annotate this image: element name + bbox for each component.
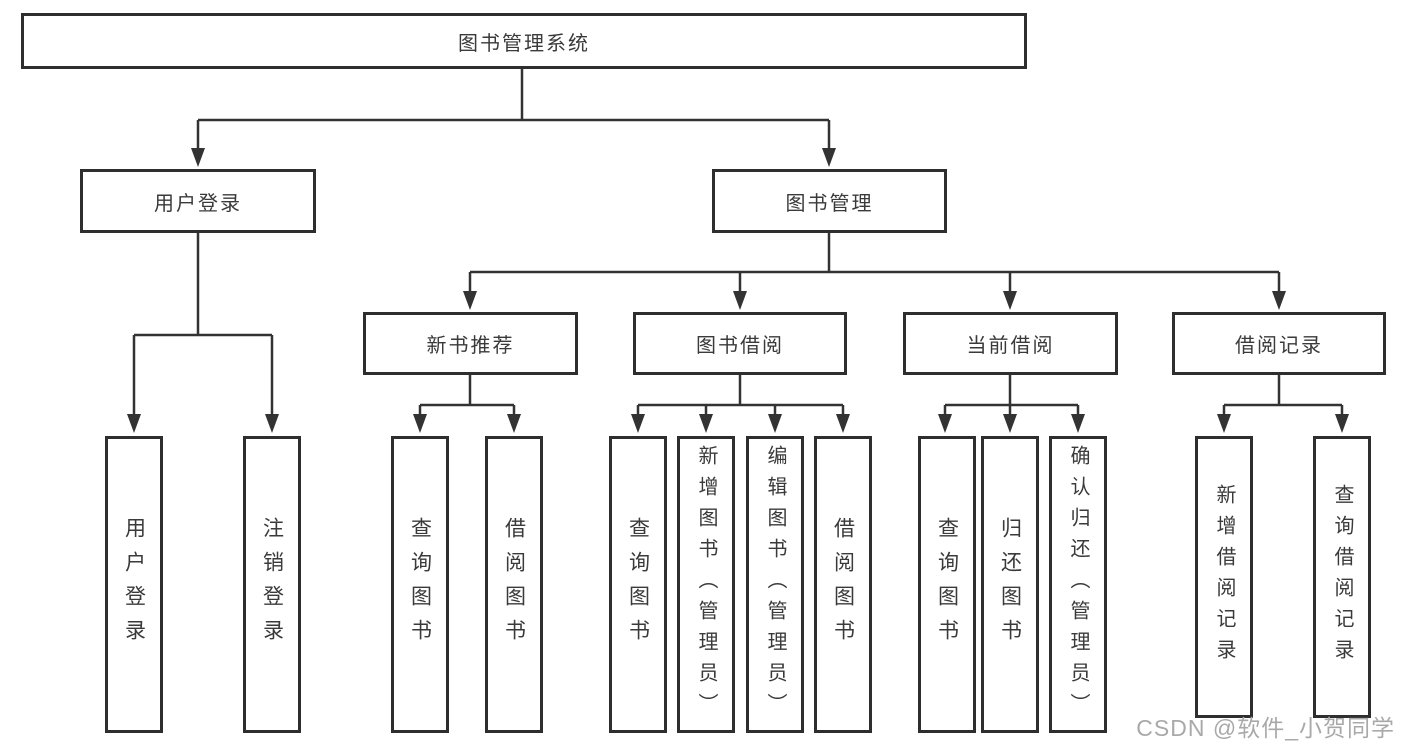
leaf-return-books: 归还图书 xyxy=(981,436,1039,733)
tree-branch-rails xyxy=(134,68,1342,407)
leaf-confirm-return-admin: 确认归还（管理员） xyxy=(1049,436,1107,733)
arrow-shafts xyxy=(132,120,1344,415)
watermark: CSDN @软件_小贺同学 xyxy=(1136,715,1395,741)
root-node-label: 图书管理系统 xyxy=(458,32,590,55)
leaf-borrow-books-borrowing: 借阅图书 xyxy=(814,436,872,733)
leaf-return-books-label: 归还图书 xyxy=(998,516,1022,653)
leaf-query-books-recommend-label: 查询图书 xyxy=(408,516,432,653)
leaf-user-login-label: 用户登录 xyxy=(122,516,146,653)
node-book-borrowing: 图书借阅 xyxy=(633,312,847,375)
leaf-logout-login-label: 注销登录 xyxy=(260,516,284,653)
leaf-add-books-admin: 新增图书（管理员） xyxy=(677,436,735,733)
leaf-confirm-return-admin-label: 确认归还（管理员） xyxy=(1067,445,1089,724)
leaf-query-borrow-record: 查询借阅记录 xyxy=(1313,436,1371,718)
node-book-management-label: 图书管理 xyxy=(785,192,874,215)
leaf-edit-books-admin: 编辑图书（管理员） xyxy=(746,436,804,733)
node-borrow-records: 借阅记录 xyxy=(1172,312,1386,375)
leaf-query-books-current: 查询图书 xyxy=(918,436,976,733)
node-current-borrowing-label: 当前借阅 xyxy=(966,335,1055,357)
leaf-query-borrow-record-label: 查询借阅记录 xyxy=(1331,484,1353,670)
leaf-borrow-books-recommend: 借阅图书 xyxy=(485,436,543,733)
node-book-management: 图书管理 xyxy=(712,169,947,233)
leaf-edit-books-admin-label: 编辑图书（管理员） xyxy=(764,445,786,724)
leaf-logout-login: 注销登录 xyxy=(243,436,301,733)
node-book-borrowing-label: 图书借阅 xyxy=(696,335,784,357)
leaf-add-borrow-record-label: 新增借阅记录 xyxy=(1213,484,1235,670)
node-borrow-records-label: 借阅记录 xyxy=(1235,335,1323,357)
leaf-add-books-admin-label: 新增图书（管理员） xyxy=(695,445,717,724)
leaf-query-books-borrowing-label: 查询图书 xyxy=(626,516,650,653)
leaf-add-borrow-record: 新增借阅记录 xyxy=(1195,436,1253,718)
node-user-login-label: 用户登录 xyxy=(154,192,242,215)
node-current-borrowing: 当前借阅 xyxy=(903,312,1118,375)
leaf-user-login: 用户登录 xyxy=(105,436,163,733)
node-new-book-recommend-label: 新书推荐 xyxy=(426,335,515,357)
leaf-borrow-books-recommend-label: 借阅图书 xyxy=(502,516,526,653)
node-new-book-recommend: 新书推荐 xyxy=(363,312,578,375)
leaf-borrow-books-borrowing-label: 借阅图书 xyxy=(831,516,855,653)
root-node-library-system: 图书管理系统 xyxy=(21,13,1027,69)
node-user-login: 用户登录 xyxy=(80,169,316,233)
leaf-query-books-current-label: 查询图书 xyxy=(935,516,959,653)
leaf-query-books-borrowing: 查询图书 xyxy=(609,436,667,733)
leaf-query-books-recommend: 查询图书 xyxy=(391,436,449,733)
